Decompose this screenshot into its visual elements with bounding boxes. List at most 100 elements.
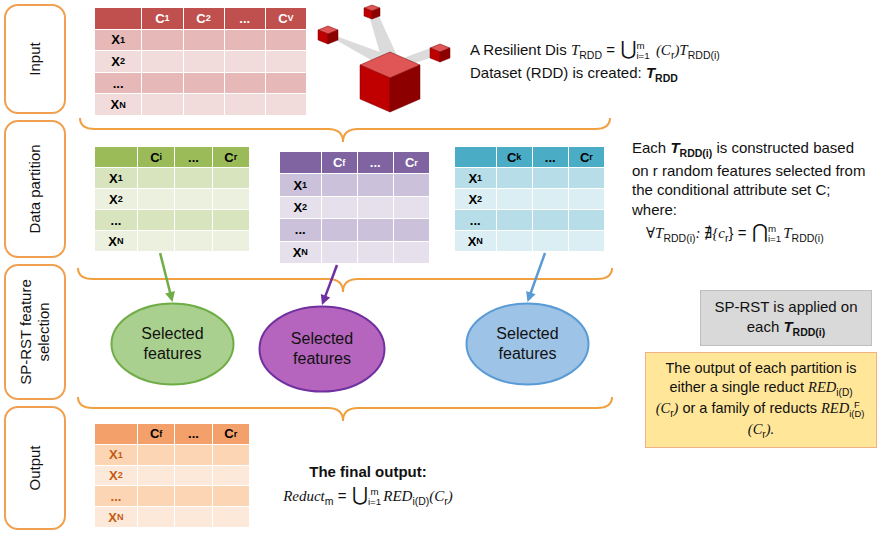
table-cell: ... xyxy=(455,210,497,231)
limits: mi=1 xyxy=(368,487,381,507)
connector-line xyxy=(160,253,170,293)
text: : ∄{c xyxy=(695,225,725,241)
table-cell: Cf xyxy=(138,424,175,445)
text: i=1 xyxy=(636,51,649,61)
text: RDD(i) xyxy=(792,232,824,244)
table-cell xyxy=(497,168,533,189)
text: (C xyxy=(429,488,444,504)
band-label: Data partition xyxy=(26,126,44,252)
text: ... xyxy=(111,213,122,228)
text: r xyxy=(725,232,729,244)
text: C xyxy=(196,11,205,26)
text: T xyxy=(670,139,679,156)
table-cell xyxy=(280,152,322,174)
text: m xyxy=(368,487,381,497)
table-cell: X1 xyxy=(455,168,497,189)
text: X xyxy=(468,192,477,207)
text: i xyxy=(160,152,163,162)
table-cell xyxy=(142,30,183,52)
table-cell xyxy=(95,424,138,445)
table-cell xyxy=(569,231,605,252)
table-cell xyxy=(497,231,533,252)
text: RED xyxy=(821,400,849,416)
text: Data partition xyxy=(26,144,43,233)
text: C xyxy=(150,426,159,441)
text: ... xyxy=(295,222,306,237)
table-cell xyxy=(569,189,605,210)
section-band: Output xyxy=(4,406,66,530)
table-cell: X1 xyxy=(280,174,322,196)
arrow-head xyxy=(526,291,535,302)
table-cell: Cr xyxy=(569,147,605,168)
data-table: C1C2...CVX1X2...XN xyxy=(95,8,307,116)
table-cell xyxy=(138,168,175,189)
table-grid: Ck...CrX1X2...XN xyxy=(455,147,605,252)
text: r xyxy=(671,49,675,61)
text-line: Dataset (RDD) is created:TRDD xyxy=(470,63,790,86)
connector-line xyxy=(531,253,545,294)
text: A Resilient Dis xyxy=(470,41,567,58)
table-cell xyxy=(394,219,430,241)
text: RDD xyxy=(579,49,602,61)
arrow-connector xyxy=(526,253,545,302)
table-cell xyxy=(213,486,250,507)
table-cell xyxy=(358,219,394,241)
table-cell xyxy=(358,174,394,196)
text: i(D) xyxy=(836,387,852,398)
annotation: A Resilient DisTRDD=⋃mi=1(Cr)TRDD(i)Data… xyxy=(470,36,790,85)
text-line: ∀TRDD(i): ∄{cr} =⋂mi=1TRDD(i) xyxy=(632,219,872,246)
section-band: Data partition xyxy=(4,120,66,258)
table-cell xyxy=(533,231,569,252)
table-cell xyxy=(213,189,250,210)
text: r xyxy=(762,429,765,440)
table-cell xyxy=(184,51,225,73)
table-cell xyxy=(322,242,358,264)
text: i=1 xyxy=(768,234,781,244)
ellipse-node: Selected features xyxy=(465,302,590,386)
text-line: EachTRDD(i)is constructed based on r ran… xyxy=(632,138,872,219)
text: m xyxy=(325,495,334,507)
note-box: The output of each partition is either a… xyxy=(645,352,877,448)
text: )T xyxy=(674,42,687,58)
data-table: Ck...CrX1X2...XN xyxy=(455,147,605,252)
ellipse-label: Selected features xyxy=(483,324,573,364)
data-table: Cf...CrX1X2...XN xyxy=(95,424,250,528)
text: X xyxy=(111,54,120,69)
text: ... xyxy=(545,150,556,165)
ellipse-label: Selected features xyxy=(128,324,218,364)
table-cell: XN xyxy=(95,507,138,528)
table-cell: Cf xyxy=(322,152,358,174)
table-cell xyxy=(225,94,266,116)
table-cell xyxy=(184,94,225,116)
text: C xyxy=(224,426,233,441)
text: X xyxy=(109,468,118,483)
table-cell xyxy=(225,51,266,73)
annotation: The final output:Reductm=⋃mi=1REDi(D)(Cr… xyxy=(268,462,468,508)
section-band: Input xyxy=(4,4,66,114)
text: } = xyxy=(729,224,747,241)
text: r xyxy=(234,429,238,439)
arrow-connector xyxy=(321,265,337,305)
text: ⋂ xyxy=(752,220,768,242)
table-cell: X1 xyxy=(95,168,138,189)
text: RDD(i) xyxy=(793,326,826,338)
arrow-connector xyxy=(160,253,175,302)
text: SP-RST feature selection xyxy=(17,279,52,385)
band-label: Output xyxy=(26,412,44,524)
table-cell xyxy=(358,242,394,264)
text: ) xyxy=(674,400,679,416)
data-table: Ci...CrX1X2...XN xyxy=(95,147,250,252)
band-label: SP-RST feature selection xyxy=(17,270,53,394)
ellipse-shape xyxy=(465,302,590,386)
text: or a family of reducts xyxy=(682,400,817,416)
text: X xyxy=(293,178,302,193)
table-cell xyxy=(138,189,175,210)
text: ... xyxy=(113,76,124,91)
table-cell xyxy=(138,231,175,252)
text: Reduct xyxy=(283,488,325,504)
text: = xyxy=(338,487,347,504)
table-cell xyxy=(266,73,307,95)
text: ... xyxy=(111,489,122,504)
text: N xyxy=(117,512,124,522)
text: r xyxy=(670,408,673,419)
